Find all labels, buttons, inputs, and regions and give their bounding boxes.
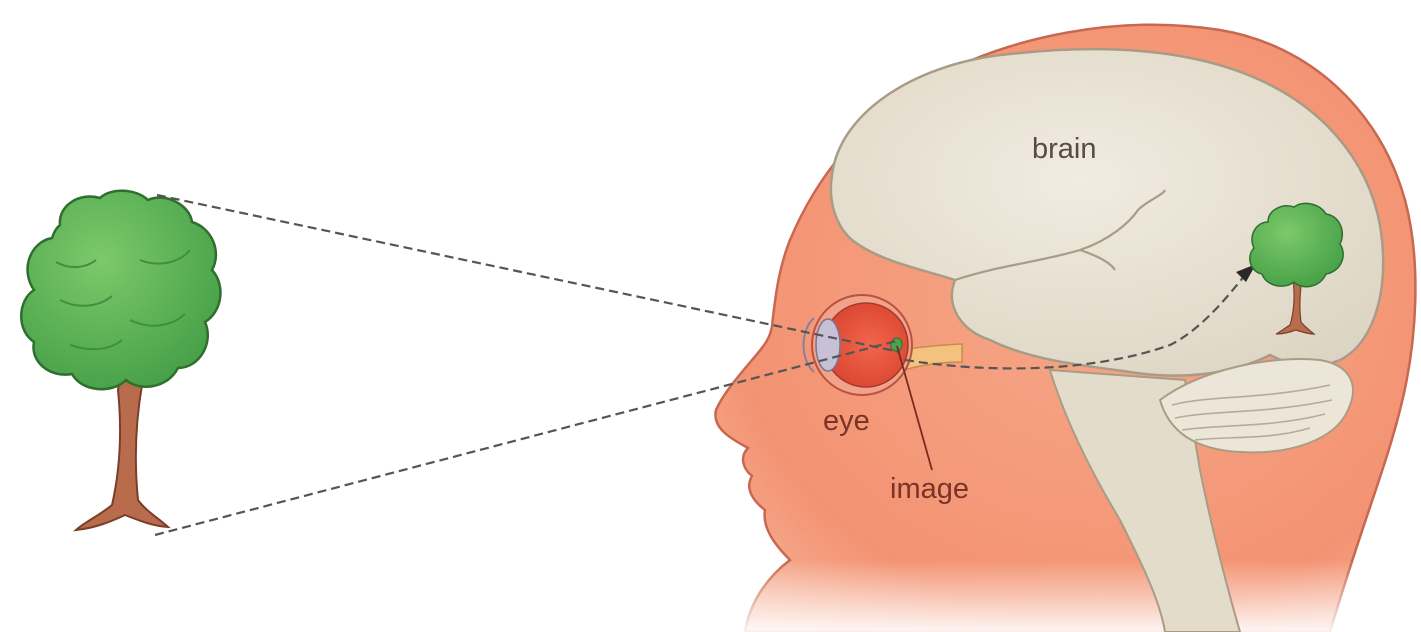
retina-image-icon xyxy=(891,338,902,351)
label-image: image xyxy=(890,473,969,505)
head-fade xyxy=(740,560,1421,632)
label-eye: eye xyxy=(823,405,870,437)
tree-foliage xyxy=(21,191,220,389)
tree-object xyxy=(21,191,220,530)
label-brain: brain xyxy=(1032,133,1097,165)
eye-lens xyxy=(816,319,840,371)
